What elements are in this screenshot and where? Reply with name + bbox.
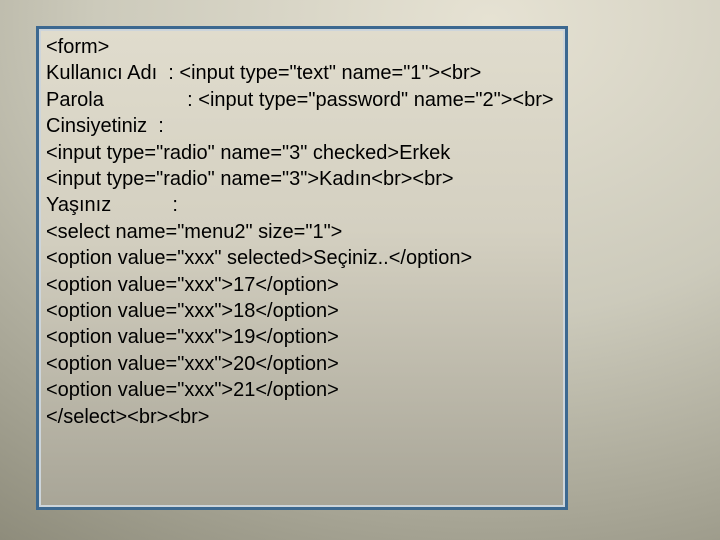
code-line: <option value="xxx">21</option> — [46, 379, 339, 402]
code-line: Kullanıcı Adı : <input type="text" name=… — [46, 62, 482, 85]
code-line: Yaşınız : — [46, 194, 178, 217]
code-line: Parola : <input type="password" name="2"… — [46, 88, 554, 111]
code-box: <form> Kullanıcı Adı : <input type="text… — [36, 26, 568, 510]
code-line: <form> — [46, 36, 110, 58]
code-line: <option value="xxx">17</option> — [46, 273, 339, 296]
code-line: <input type="radio" name="3">Kadın<br><b… — [46, 168, 454, 191]
code-line: </select><br><br> — [46, 405, 210, 428]
code-line: <option value="xxx" selected>Seçiniz..</… — [46, 247, 473, 270]
code-line: <option value="xxx">20</option> — [46, 352, 339, 375]
code-line: Cinsiyetiniz : — [46, 115, 164, 138]
code-line: <select name="menu2" size="1"> — [46, 220, 343, 243]
code-line: <input type="radio" name="3" checked>Erk… — [46, 141, 451, 164]
code-line: <option value="xxx">19</option> — [46, 326, 339, 349]
code-line: <option value="xxx">18</option> — [46, 300, 339, 323]
